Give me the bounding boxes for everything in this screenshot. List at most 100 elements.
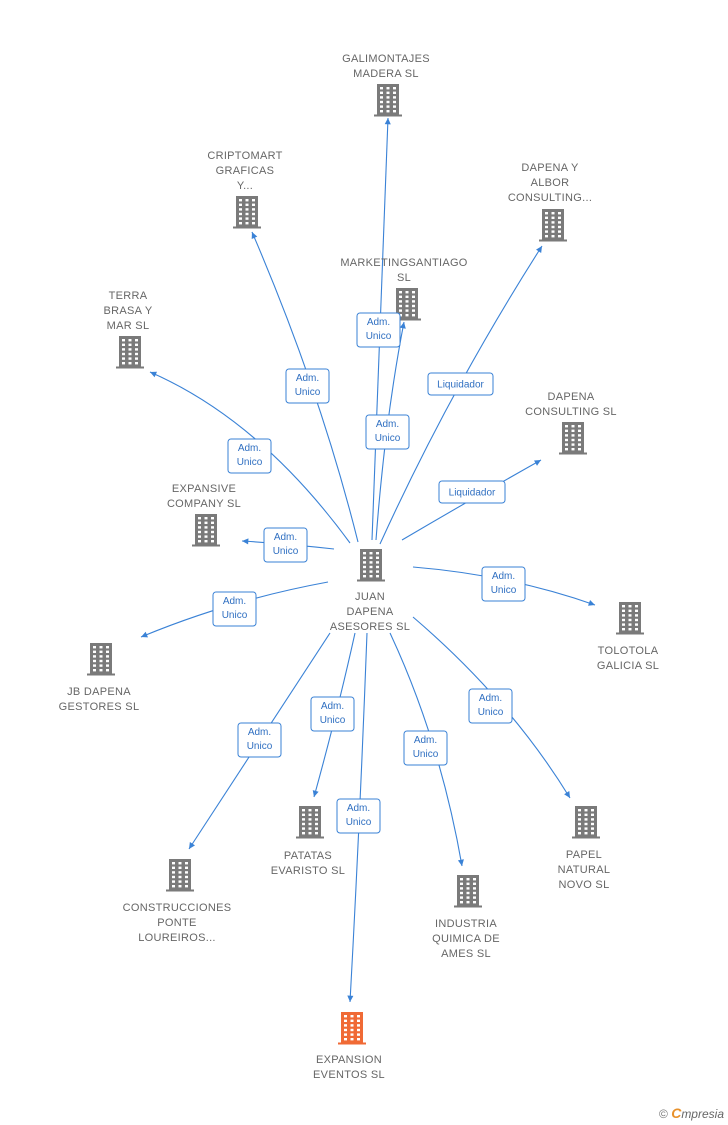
edge-arrowhead (347, 995, 354, 1002)
building-icon (539, 209, 567, 242)
role-label-box (285, 368, 330, 404)
role-label-line: Adm. (248, 727, 271, 738)
building-icon (116, 336, 144, 369)
role-label-box (356, 312, 401, 348)
edge-role-label-papel[interactable]: Adm. Unico (468, 688, 513, 724)
company-node-patatas[interactable]: PATATAS EVARISTO SL (271, 806, 345, 877)
role-label-text: Adm.Unico (273, 532, 299, 557)
role-label-box (336, 798, 381, 834)
role-label-line: Unico (478, 707, 504, 718)
role-label-line: Adm. (367, 317, 390, 328)
role-label-line: Liquidador (449, 488, 496, 499)
edge-arrowhead (150, 371, 157, 378)
company-name-line: CRIPTOMART (207, 150, 282, 162)
role-label-box (310, 696, 355, 732)
company-name-line: TOLOTOLA (598, 645, 659, 657)
company-name-line: DAPENA (346, 606, 393, 618)
company-name-line: GESTORES SL (59, 701, 140, 713)
role-label-box (212, 591, 257, 627)
edge-role-label-marketingsantiago[interactable]: Adm.Unico (365, 414, 410, 450)
edge-role-label-industria[interactable]: Adm.Unico (403, 730, 448, 766)
building-icon (296, 806, 324, 839)
company-name-line: SL (397, 272, 411, 284)
edge-role-label-tolotola[interactable]: Adm. Unico (481, 566, 526, 602)
edge-role-label-criptomart[interactable]: Adm.Unico (285, 368, 330, 404)
building-icon (616, 602, 644, 635)
edge-role-label-construcciones[interactable]: Adm.Unico (237, 722, 282, 758)
company-name-line: EVENTOS SL (313, 1069, 385, 1081)
role-label-box (481, 566, 526, 602)
role-label-text: Liquidador (437, 380, 484, 391)
role-label-line: Unico (366, 331, 392, 342)
role-label-text: Adm.Unico (346, 803, 372, 828)
role-label-line: Unico (320, 715, 346, 726)
role-label-line: Adm. (347, 803, 370, 814)
edge-arrowhead (251, 232, 258, 239)
edge-role-label-expansive[interactable]: Adm.Unico (263, 527, 308, 563)
edge-role-label-dapena-albor[interactable]: Liquidador (427, 372, 494, 396)
building-icon (454, 875, 482, 908)
edge-role-label-galimontajes[interactable]: Adm. Unico (356, 312, 401, 348)
company-name-label: PATATAS EVARISTO SL (271, 850, 345, 877)
role-label-box (263, 527, 308, 563)
company-node-terra-brasa[interactable]: TERRA BRASA Y MAR SL (104, 290, 153, 369)
edge-arrowhead (384, 118, 391, 125)
company-name-line: EVARISTO SL (271, 865, 345, 877)
role-label-text: Adm.Unico (247, 727, 273, 752)
building-icon (166, 859, 194, 892)
role-label-line: Adm. (479, 693, 502, 704)
edge-role-label-jb-dapena[interactable]: Adm.Unico (212, 591, 257, 627)
edge-labels-layer: Adm.UnicoAdm.UnicoLiquidadorAdm.UnicoAdm… (212, 312, 526, 834)
company-name-line: INDUSTRIA (435, 918, 497, 930)
role-label-text: Adm. Unico (320, 701, 346, 726)
role-label-line: Adm. (492, 571, 515, 582)
edge-role-label-dapena-consulting[interactable]: Liquidador (438, 480, 506, 504)
edge-arrowhead (312, 790, 319, 797)
company-name-line: ALBOR (531, 177, 570, 189)
company-name-line: CONSULTING... (508, 192, 592, 204)
role-label-line: Unico (413, 749, 439, 760)
edge-role-label-expansion[interactable]: Adm.Unico (336, 798, 381, 834)
company-name-line: BRASA Y (104, 305, 153, 317)
company-name-line: CONSULTING SL (525, 406, 617, 418)
edge-arrowhead (242, 538, 249, 545)
role-label-line: Adm. (321, 701, 344, 712)
building-icon (192, 514, 220, 547)
building-icon (338, 1012, 366, 1045)
company-name-line: TERRA (109, 290, 148, 302)
role-label-line: Unico (491, 585, 517, 596)
company-name-line: MAR SL (107, 320, 150, 332)
edge-role-label-patatas[interactable]: Adm. Unico (310, 696, 355, 732)
role-label-box (227, 438, 272, 474)
role-label-line: Unico (375, 433, 401, 444)
role-label-line: Unico (295, 387, 321, 398)
edge-arrowhead (534, 460, 541, 466)
company-name-line: PATATAS (284, 850, 332, 862)
role-label-text: Adm. Unico (491, 571, 517, 596)
edge-role-label-terra-brasa[interactable]: Adm.Unico (227, 438, 272, 474)
company-name-line: CONSTRUCCIONES (123, 902, 232, 914)
role-label-line: Unico (222, 610, 248, 621)
